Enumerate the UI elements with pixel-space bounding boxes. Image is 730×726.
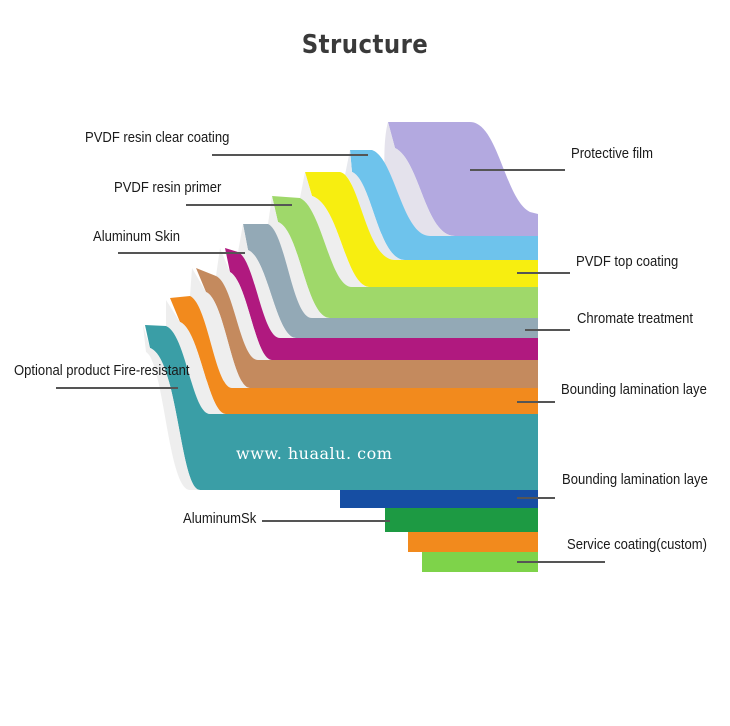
lead-lines (56, 154, 605, 563)
layer-light-green-bottom (422, 552, 538, 572)
layer-blue-bottom (340, 490, 538, 508)
label-aluminum-skin: Aluminum Skin (93, 229, 181, 245)
label-bounding-lamination-1: Bounding lamination laye (561, 382, 707, 398)
label-pvdf-top-coating: PVDF top coating (576, 254, 679, 270)
layer-pvdf-clear-coating (345, 150, 538, 260)
layer-pvdf-primer (268, 196, 538, 318)
layer-aluminum-skin (216, 248, 538, 360)
layer-bounding-lamination-top (190, 268, 538, 388)
label-fire-resistant: Optional product Fire-resistant (14, 363, 190, 379)
layer-green-bottom (385, 508, 538, 532)
label-pvdf-resin-primer: PVDF resin primer (114, 180, 222, 196)
label-chromate-treatment: Chromate treatment (577, 311, 694, 327)
layer-core (143, 325, 538, 490)
layer-orange-bottom (408, 532, 538, 552)
label-service-coating: Service coating(custom) (567, 537, 707, 553)
diagram-title: Structure (301, 30, 429, 60)
label-protective-film: Protective film (571, 146, 653, 162)
label-aluminumsk: AluminumSk (183, 511, 257, 527)
label-bounding-lamination-2: Bounding lamination laye (562, 472, 708, 488)
watermark: www. huaalu. com (236, 444, 393, 463)
label-pvdf-resin-clear-coating: PVDF resin clear coating (85, 130, 230, 146)
layer-chromate-treatment (238, 224, 538, 338)
layer-pvdf-top-coating (300, 172, 538, 287)
layer-orange-lamination (166, 296, 538, 414)
